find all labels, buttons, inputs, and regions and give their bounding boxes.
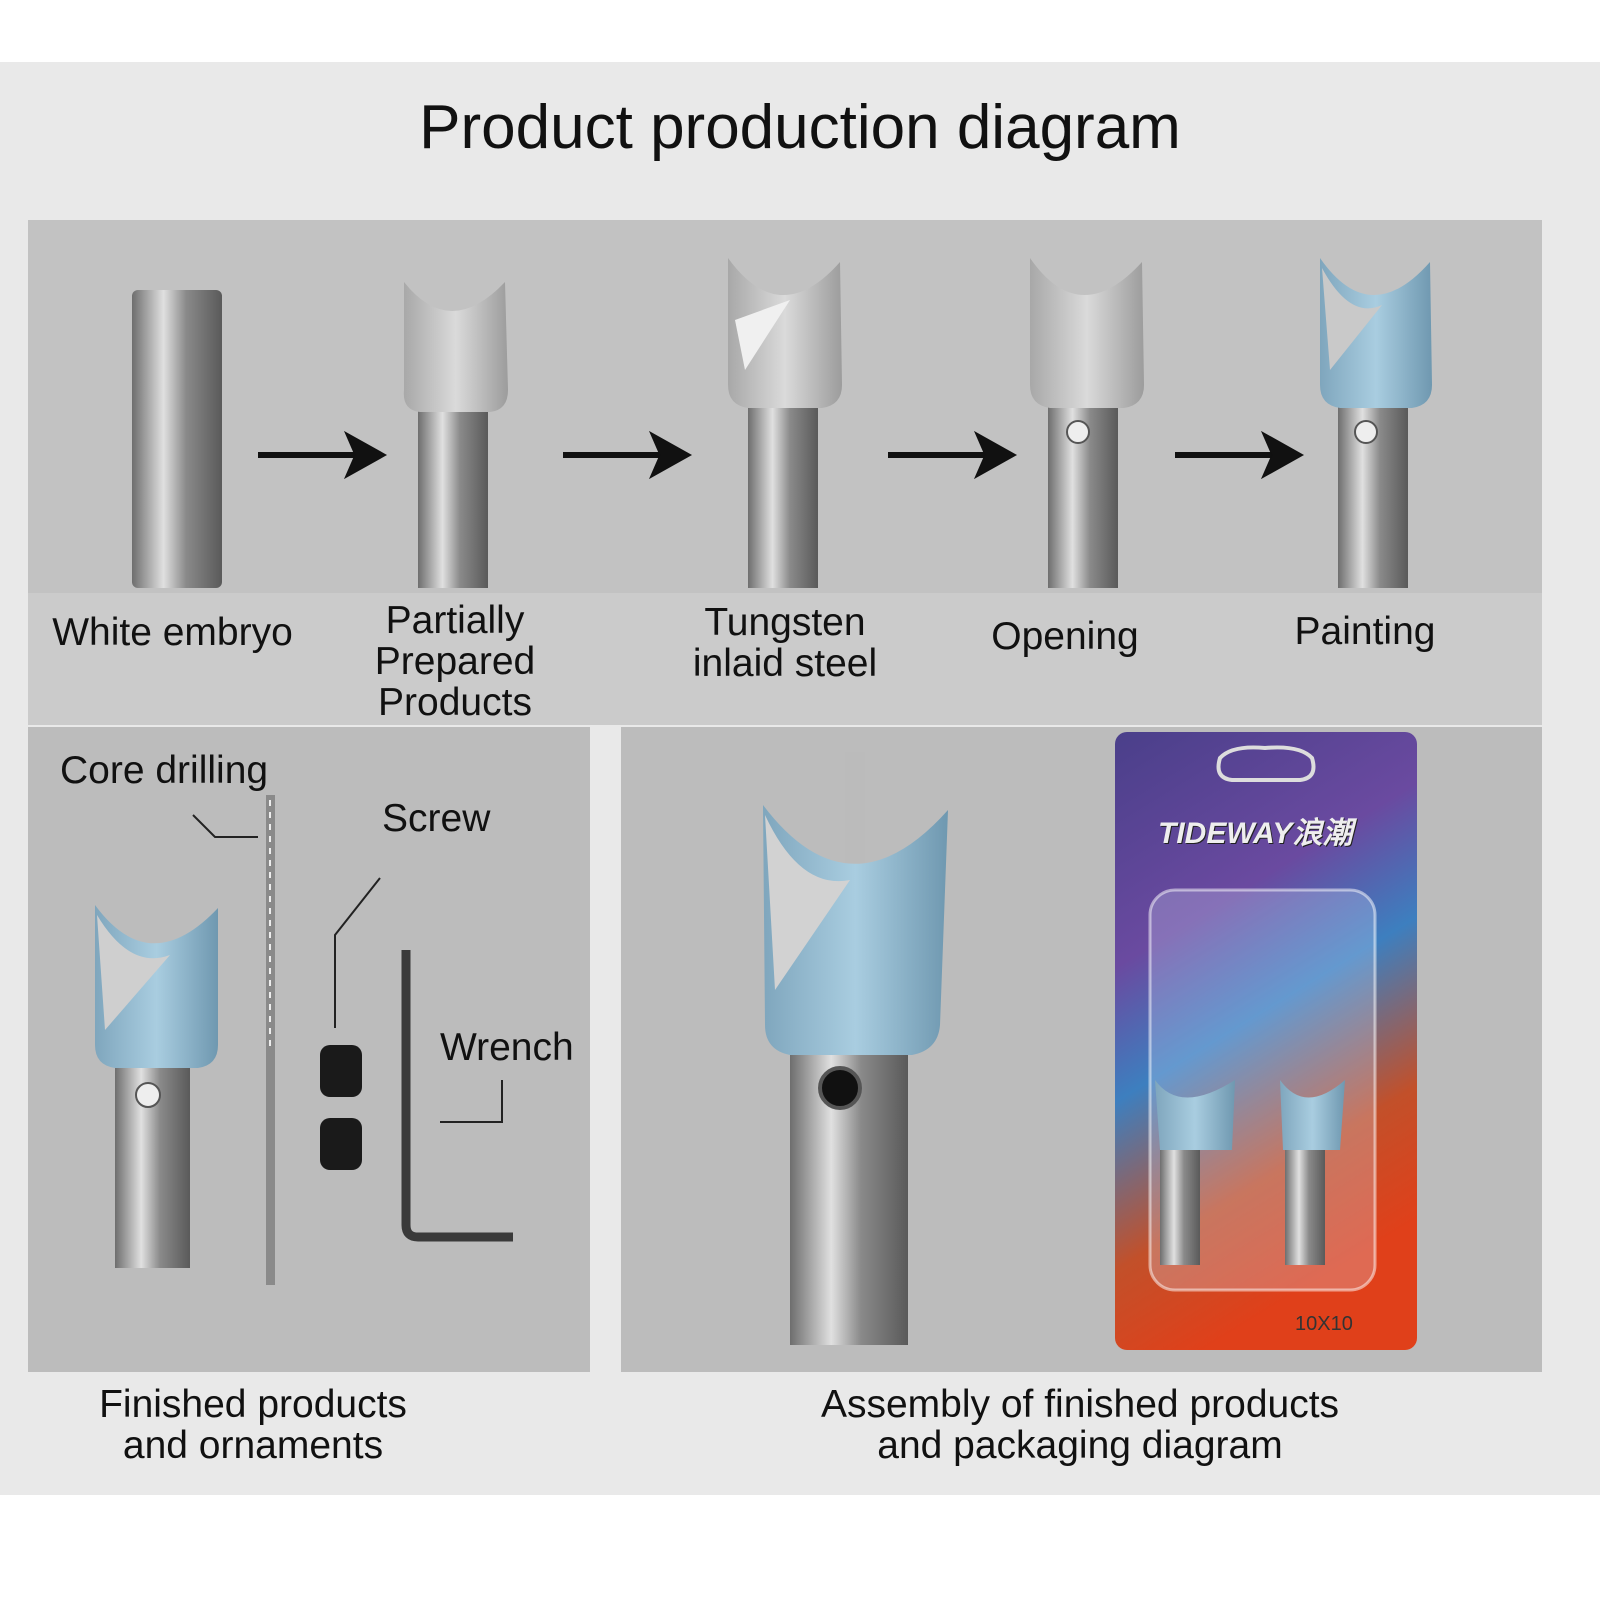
page-title: Product production diagram <box>419 93 1181 162</box>
tungsten-inlaid-cutter <box>728 258 842 588</box>
package-size-label: 10X10 <box>1295 1313 1353 1335</box>
step-label-band <box>28 593 1542 725</box>
caption-finished-products: Finished products and ornaments <box>28 1384 478 1466</box>
step-label-tungsten-inlaid: Tungsten inlaid steel <box>692 601 878 685</box>
label-wrench: Wrench <box>440 1026 574 1069</box>
arrow-icon <box>258 430 1305 480</box>
caption-line: Finished products <box>99 1383 407 1426</box>
caption-assembly-packaging: Assembly of finished products and packag… <box>760 1384 1400 1466</box>
core-drill-bit <box>266 795 275 1285</box>
finished-cutter <box>95 905 218 1268</box>
partially-prepared-cutter <box>403 282 508 588</box>
caption-line: and ornaments <box>122 1424 384 1467</box>
painted-cutter <box>1320 258 1432 588</box>
product-package <box>1115 732 1417 1350</box>
opened-cutter <box>1030 258 1144 588</box>
wrench-icon <box>401 950 513 1242</box>
caption-line: and packaging diagram <box>877 1424 1283 1467</box>
caption-line: Assembly of finished products <box>820 1383 1340 1426</box>
step-label-opening: Opening <box>991 615 1139 658</box>
screw-icon <box>320 1045 362 1170</box>
leader-lines <box>192 814 503 1123</box>
label-screw: Screw <box>382 797 491 840</box>
label-core-drilling: Core drilling <box>60 749 269 792</box>
step-label-white-embryo: White embryo <box>52 611 293 654</box>
brand-name-cn: 浪潮 <box>1292 817 1353 850</box>
step-label-painting: Painting <box>1294 610 1436 653</box>
white-embryo-rod <box>132 290 222 588</box>
step-label-partially-prepared: Partially Prepared Products <box>374 599 536 724</box>
assembled-cutter <box>763 752 948 1345</box>
package-brand-logo: TIDEWAY浪潮 <box>1158 808 1352 852</box>
brand-name: TIDEWAY <box>1158 817 1293 850</box>
